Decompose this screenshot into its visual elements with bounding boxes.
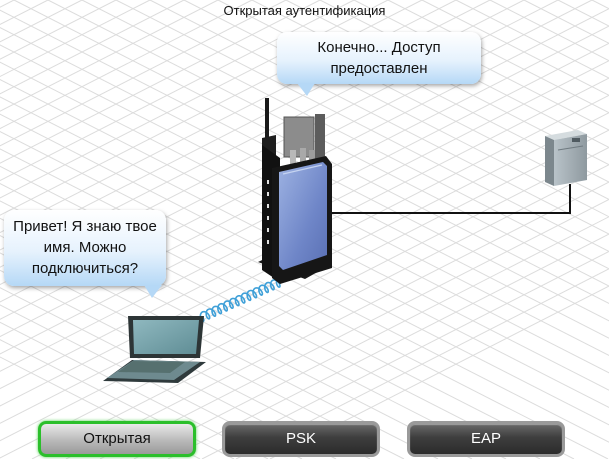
laptop-message-line: подключиться? — [31, 260, 139, 277]
psk-button[interactable]: PSK — [222, 421, 380, 457]
access-point-message-line: предоставлен — [330, 60, 428, 77]
server-icon — [545, 130, 587, 186]
open-auth-button[interactable]: Открытая — [38, 421, 196, 457]
page-title: Открытая аутентификация — [223, 3, 386, 18]
access-point-icon — [258, 98, 332, 284]
laptop-speech-bubble: Привет! Я знаю твое имя. Можно подключит… — [4, 210, 166, 298]
bubble-tail — [144, 285, 162, 298]
access-point-speech-bubble: Конечно... Доступ предоставлен — [277, 32, 481, 96]
laptop-message-line: Привет! Я знаю твое — [13, 218, 157, 235]
laptop-icon — [103, 316, 206, 383]
wired-link — [330, 184, 571, 214]
eap-button[interactable]: EAP — [407, 421, 565, 457]
wireless-link — [199, 276, 286, 323]
laptop-message-line: имя. Можно — [43, 239, 127, 256]
access-point-message-line: Конечно... Доступ — [317, 39, 441, 56]
bubble-tail — [297, 83, 315, 96]
